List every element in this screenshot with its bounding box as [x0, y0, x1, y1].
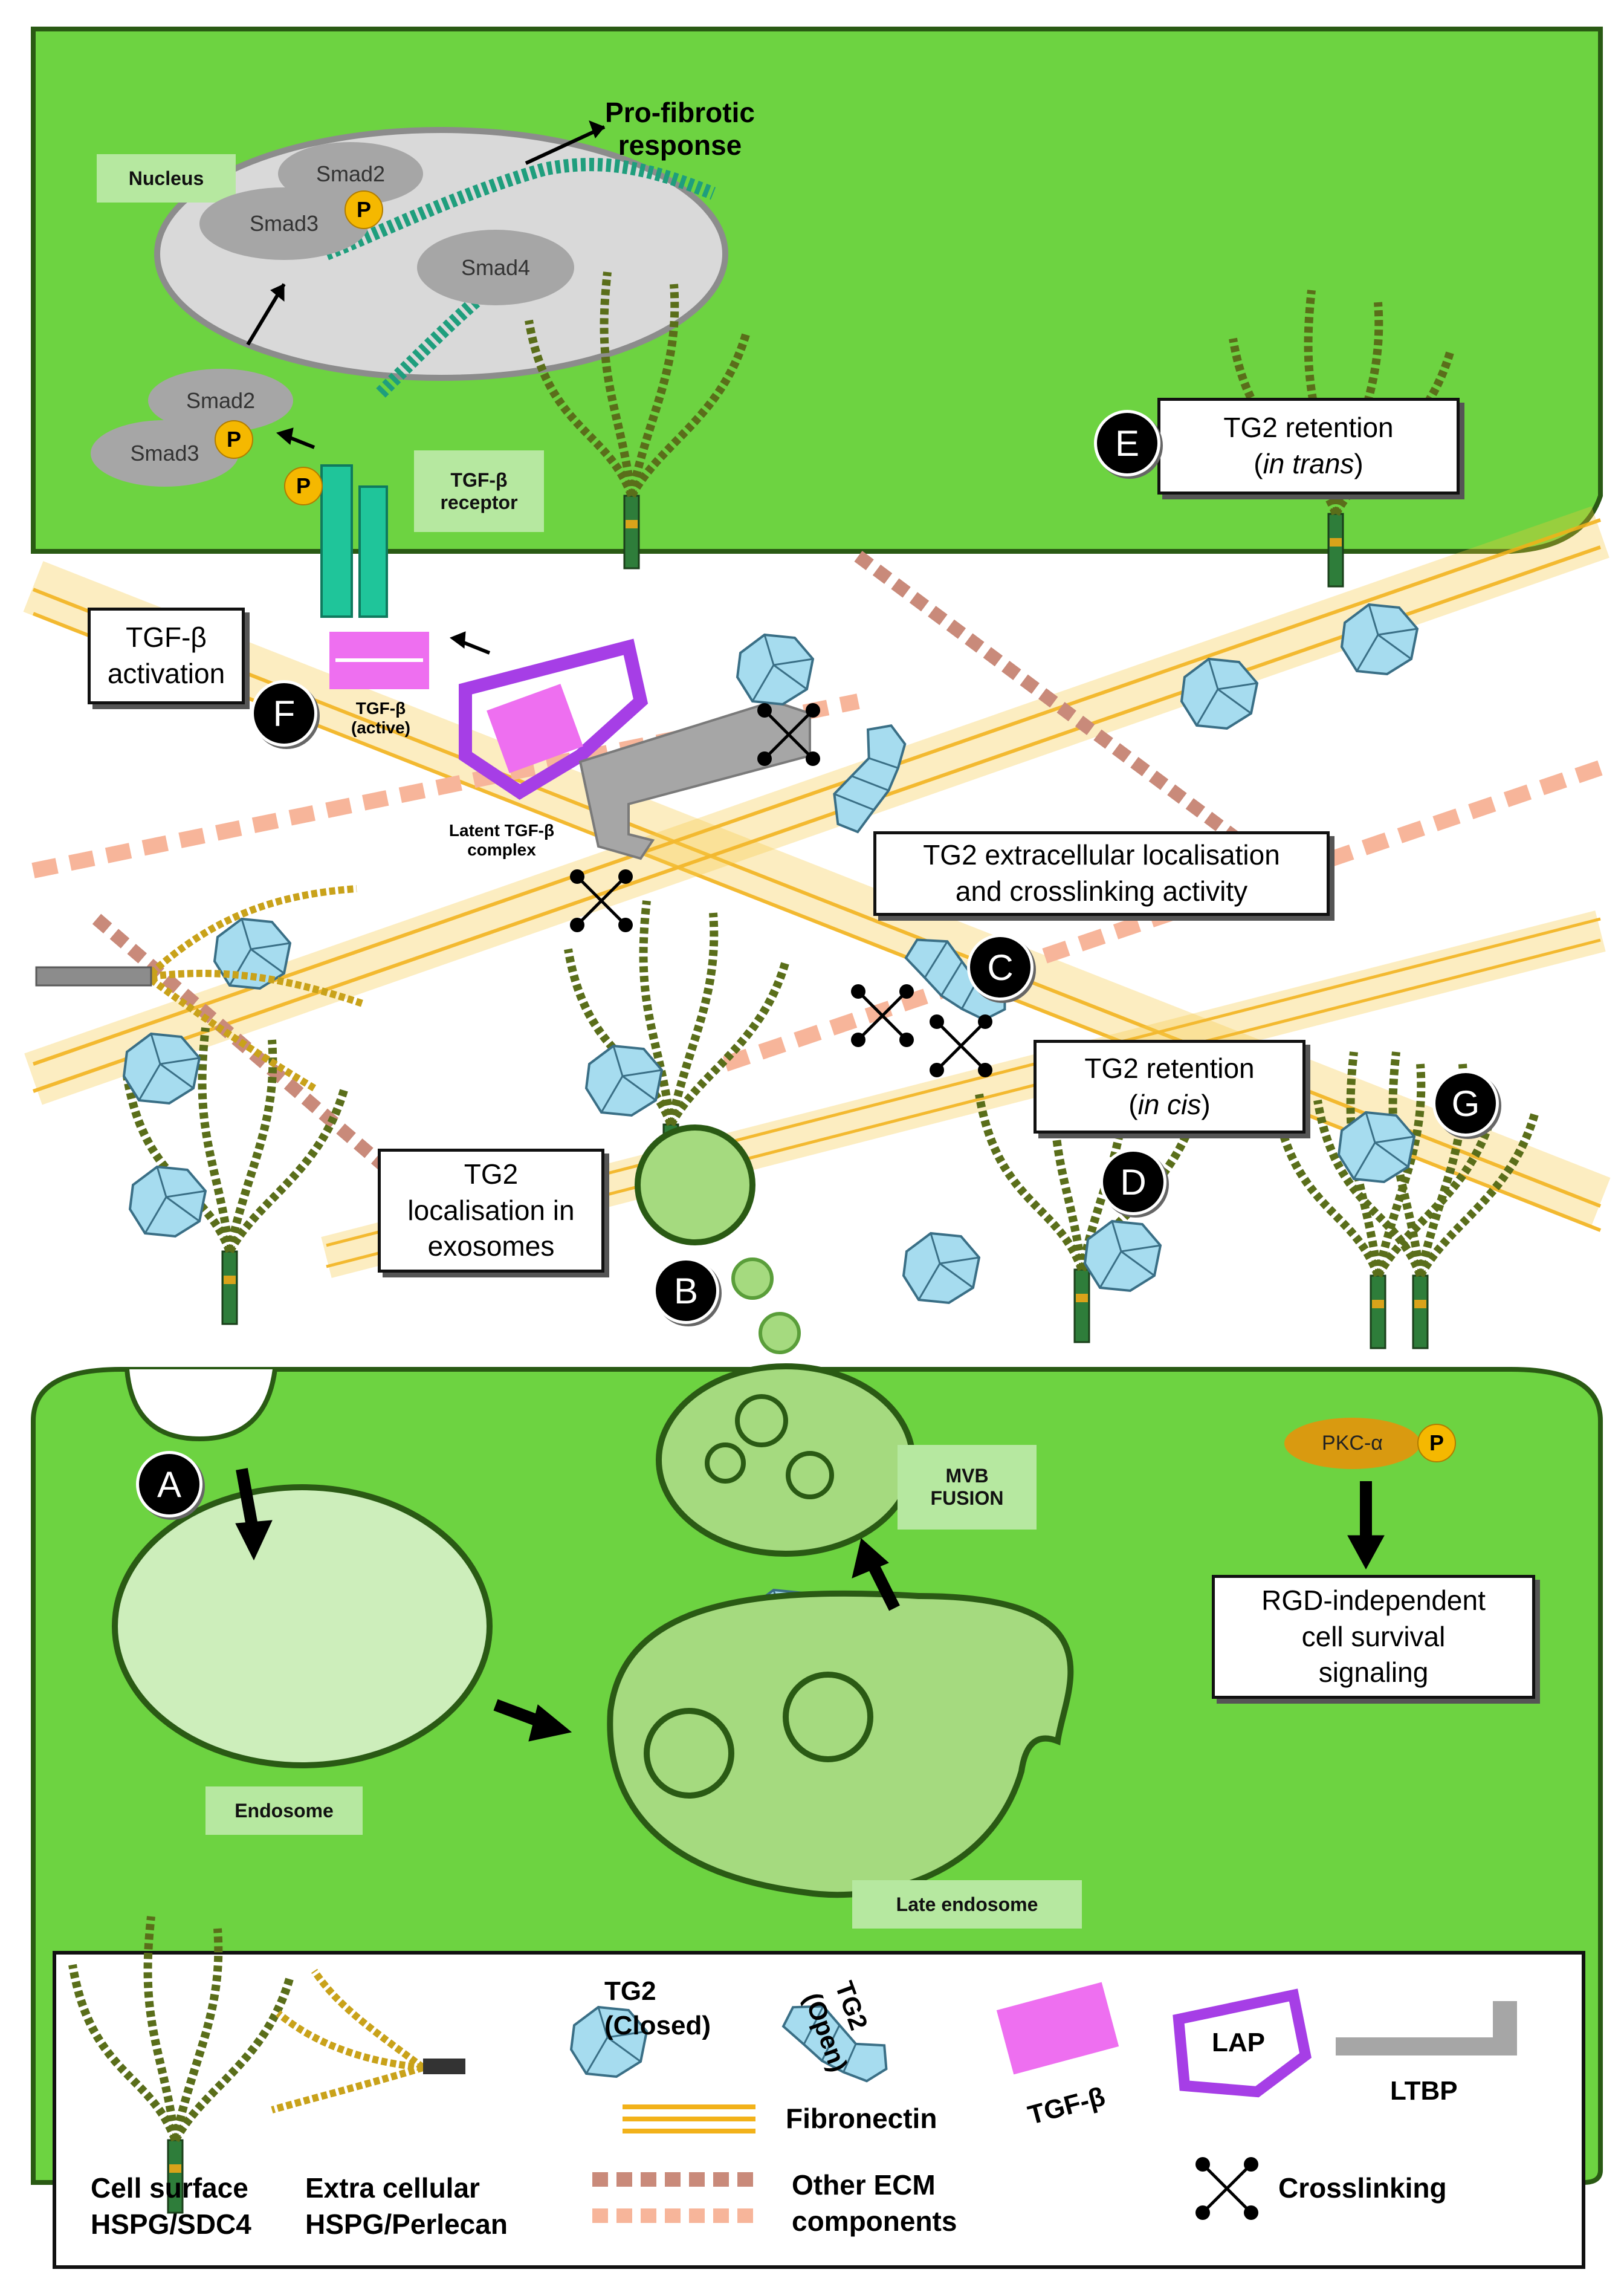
nucleus-p: P — [345, 190, 383, 229]
crosslink-4 — [930, 1014, 992, 1077]
crosslink-3 — [851, 984, 914, 1047]
tg2-10 — [1338, 1111, 1415, 1183]
legend-ltbp: LTBP — [1390, 2076, 1458, 2106]
cyto-p: P — [215, 420, 253, 459]
cyto-smad3: Smad3 — [91, 420, 239, 487]
exosome-2 — [759, 1312, 801, 1354]
tg2-1 — [736, 634, 814, 706]
legend-fibronectin: Fibronectin — [786, 2103, 937, 2134]
endocytic-pit — [125, 1369, 277, 1442]
pkc-alpha: PKC-α — [1284, 1418, 1420, 1469]
nucleus-tag: Nucleus — [97, 154, 236, 203]
tg2-2 — [1180, 658, 1258, 730]
receptor-chain-2 — [358, 485, 388, 618]
mvb — [656, 1363, 916, 1557]
marker-e: E — [1094, 410, 1160, 476]
arrows — [235, 120, 1385, 1742]
legend-tgf-shape — [996, 1982, 1119, 2075]
tg2-7 — [129, 1166, 207, 1238]
pkc-p: P — [1417, 1424, 1456, 1462]
tg2-6 — [585, 1045, 663, 1117]
early-endosome — [112, 1484, 493, 1768]
nucleus-smad4: Smad4 — [417, 230, 574, 305]
legend-ecm-shape — [592, 2172, 755, 2223]
marker-g: G — [1432, 1070, 1499, 1137]
ltbp-shape — [578, 699, 811, 860]
receptor-chain-1 — [320, 464, 353, 618]
endosome-tag: Endosome — [205, 1786, 363, 1835]
box-d-retention-cis: TG2 retention (in cis) — [1034, 1040, 1305, 1134]
legend-crosslinking: Crosslinking — [1278, 2172, 1447, 2204]
late-endosome-tag: Late endosome — [852, 1880, 1082, 1929]
legend-ltbp-shape — [1336, 2001, 1517, 2055]
exosome-bud — [635, 1124, 755, 1245]
box-e-retention-trans: TG2 retention (in trans) — [1157, 398, 1460, 495]
marker-c: C — [967, 934, 1034, 1001]
receptor-p: P — [284, 467, 323, 505]
tg2-5 — [123, 1033, 201, 1105]
legend-panel — [53, 1951, 1585, 2269]
tg2-3 — [1341, 603, 1419, 675]
tgf-active-label: TGF-β (active) — [351, 699, 411, 737]
marker-a: A — [136, 1451, 202, 1517]
legend-fibronectin-shape — [623, 2104, 755, 2133]
marker-b: B — [653, 1257, 719, 1324]
latent-complex-label: Latent TGF-β complex — [448, 821, 555, 859]
perlecan — [148, 885, 364, 1092]
pro-fibrotic-response: Pro-fibrotic response — [605, 97, 755, 161]
marker-d: D — [1100, 1149, 1166, 1215]
legend-lap-shape — [1173, 1988, 1312, 2098]
fibronectin-fibers — [23, 506, 1611, 1278]
nucleus-smad3: Smad3 — [199, 187, 369, 260]
legend-tg2-closed: TG2(Closed) — [604, 1976, 711, 2041]
tg2-8 — [902, 1232, 980, 1304]
exosome-1 — [731, 1257, 774, 1300]
legend-perlecan-shape — [271, 1968, 425, 2114]
tg2-9 — [1084, 1220, 1162, 1292]
legend-lap: LAP — [1212, 2028, 1265, 2057]
lap-shape — [459, 638, 649, 800]
marker-f: F — [251, 680, 317, 747]
tgf-latent — [487, 684, 583, 773]
receptor-tag: TGF-β receptor — [414, 450, 544, 532]
